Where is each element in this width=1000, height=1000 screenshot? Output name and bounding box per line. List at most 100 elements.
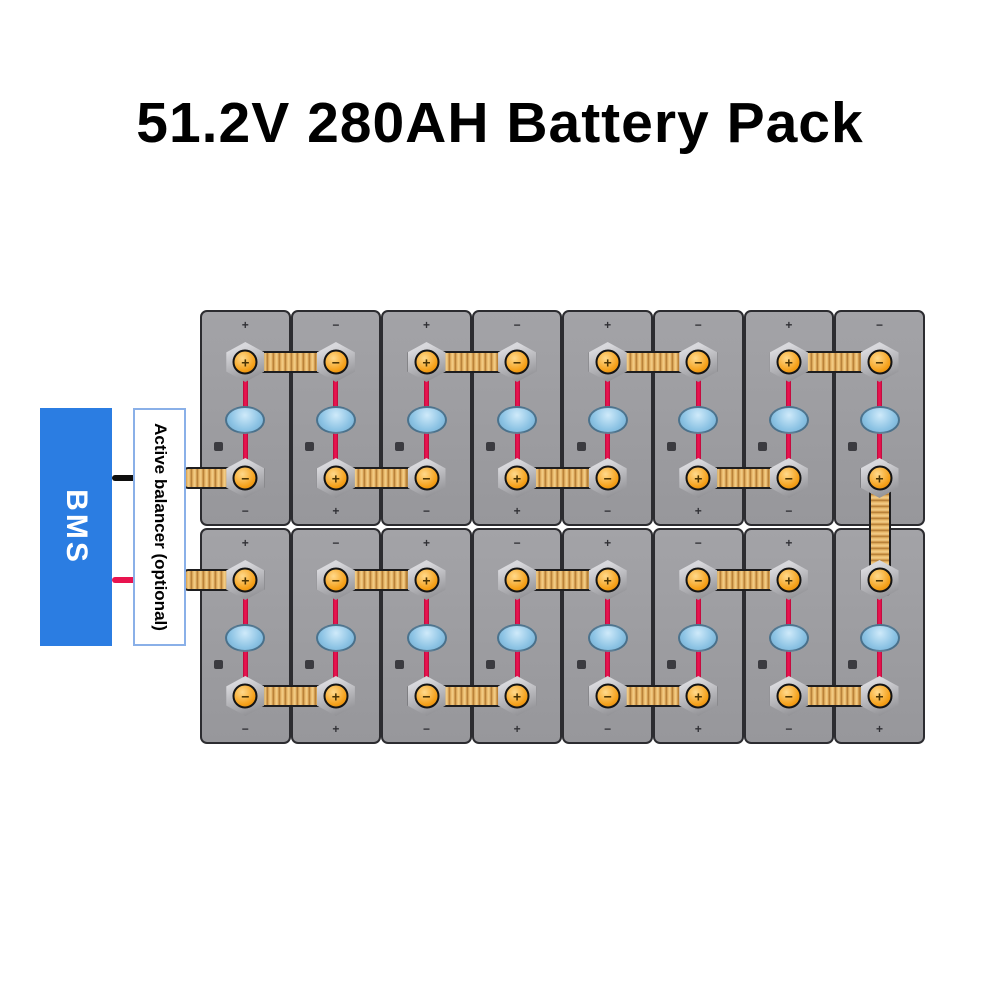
terminal-sign: −	[784, 470, 793, 486]
cell-bottom-polarity-mark: +	[875, 722, 883, 736]
terminal-sign: +	[875, 688, 884, 704]
terminal-sign: +	[784, 572, 793, 588]
terminal-negative: −	[316, 342, 355, 382]
terminal-positive: +	[679, 458, 718, 498]
terminal-positive: +	[407, 342, 446, 382]
terminal-sign: +	[784, 354, 793, 370]
cell-top-polarity-mark: +	[422, 536, 430, 550]
terminal-negative: −	[679, 342, 718, 382]
cell-bottom-polarity-mark: −	[604, 722, 612, 736]
terminal-cap: +	[685, 683, 711, 709]
cell-code-mark	[576, 442, 586, 451]
terminal-negative: −	[769, 676, 808, 716]
terminal-sign: −	[694, 572, 703, 588]
terminal-sign: +	[241, 572, 250, 588]
terminal-cap: +	[323, 465, 349, 491]
cell-code-mark	[757, 442, 767, 451]
cell-top-polarity-mark: +	[422, 318, 430, 332]
terminal-cap: −	[685, 567, 711, 593]
bms-label: BMS	[60, 489, 94, 565]
terminal-positive: +	[860, 676, 899, 716]
terminal-negative: −	[226, 676, 265, 716]
terminal-cap: −	[414, 465, 439, 491]
cell-bottom-polarity-mark: −	[785, 504, 793, 518]
page-title: 51.2V 280AH Battery Pack	[136, 91, 864, 155]
terminal-cap: −	[685, 349, 711, 375]
terminal-positive: +	[316, 458, 355, 498]
terminal-sign: +	[694, 470, 703, 486]
cell-bottom-polarity-mark: −	[604, 504, 612, 518]
terminal-sign: +	[875, 470, 884, 486]
cell-code-mark	[395, 660, 405, 669]
terminal-sign: −	[875, 572, 884, 588]
cell-vent-icon	[497, 406, 538, 434]
terminal-sign: −	[422, 688, 431, 704]
terminal-positive: +	[588, 560, 627, 600]
terminal-cap: −	[232, 465, 258, 491]
cell-vent-icon	[225, 624, 266, 652]
active-balancer-box: Active balancer (optional)	[133, 408, 186, 646]
terminal-cap: −	[414, 683, 439, 709]
cell-vent-icon	[859, 406, 900, 434]
cell-code-mark	[214, 442, 224, 451]
cell-code-mark	[848, 442, 858, 451]
terminal-positive: +	[407, 560, 446, 600]
terminal-cap: −	[504, 567, 530, 593]
terminal-sign: +	[331, 688, 340, 704]
terminal-positive: +	[316, 676, 355, 716]
terminal-negative: −	[860, 342, 899, 382]
cell-top-polarity-mark: −	[694, 318, 702, 332]
terminal-negative: −	[860, 560, 899, 600]
cell-vent-icon	[225, 406, 266, 434]
terminal-sign: −	[422, 470, 431, 486]
terminal-cap: −	[867, 567, 892, 593]
cell-bottom-polarity-mark: −	[422, 722, 430, 736]
cell-top-polarity-mark: +	[785, 318, 793, 332]
cell-vent-icon	[678, 624, 719, 652]
cell-top-polarity-mark: +	[241, 318, 249, 332]
terminal-cap: −	[504, 349, 530, 375]
terminal-positive: +	[769, 342, 808, 382]
terminal-cap: −	[323, 567, 349, 593]
cell-vent-icon	[587, 406, 628, 434]
cell-vent-icon	[678, 406, 719, 434]
cell-top-polarity-mark: −	[513, 536, 521, 550]
cell-top-polarity-mark: +	[604, 318, 612, 332]
terminal-sign: −	[694, 354, 703, 370]
cell-vent-icon	[859, 624, 900, 652]
cell-bottom-polarity-mark: −	[422, 504, 430, 518]
terminal-cap: +	[685, 465, 711, 491]
terminal-negative: −	[588, 458, 627, 498]
terminal-sign: +	[422, 354, 431, 370]
terminal-cap: −	[232, 683, 258, 709]
cell-code-mark	[304, 660, 314, 669]
terminal-sign: +	[603, 354, 612, 370]
terminal-sign: −	[875, 354, 884, 370]
terminal-positive: +	[498, 458, 537, 498]
terminal-cap: +	[232, 349, 258, 375]
terminal-sign: −	[513, 572, 522, 588]
cell-code-mark	[486, 442, 496, 451]
terminal-sign: −	[784, 688, 793, 704]
terminal-cap: +	[867, 465, 892, 491]
cell-bottom-polarity-mark: +	[332, 722, 340, 736]
terminal-sign: −	[603, 688, 612, 704]
terminal-positive: +	[588, 342, 627, 382]
terminal-cap: +	[776, 349, 802, 375]
terminal-sign: +	[603, 572, 612, 588]
terminal-negative: −	[226, 458, 265, 498]
terminal-cap: +	[504, 683, 530, 709]
terminal-cap: +	[595, 349, 621, 375]
cell-code-mark	[304, 442, 314, 451]
terminal-cap: +	[867, 683, 892, 709]
terminal-negative: −	[498, 560, 537, 600]
cell-code-mark	[214, 660, 224, 669]
terminal-cap: +	[414, 349, 439, 375]
cell-top-polarity-mark: +	[604, 536, 612, 550]
cell-code-mark	[848, 660, 858, 669]
cell-bottom-polarity-mark: −	[241, 504, 249, 518]
terminal-sign: +	[694, 688, 703, 704]
terminal-cap: −	[776, 683, 802, 709]
terminal-cap: −	[867, 349, 892, 375]
terminal-cap: +	[504, 465, 530, 491]
